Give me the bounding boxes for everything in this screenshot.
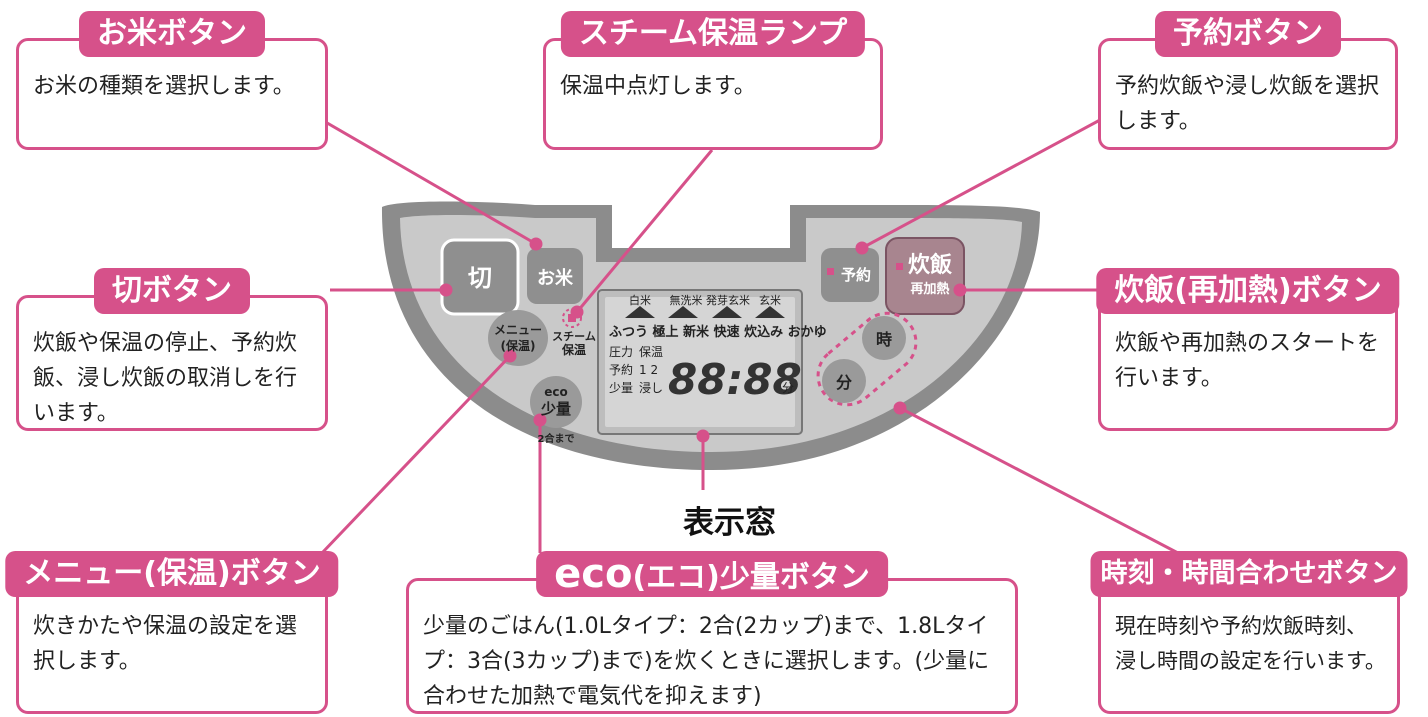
callout-eco-title: eco(エコ)少量ボタン [536,551,888,597]
leader-dot [855,241,869,255]
callout-clock: 時刻・時間合わせボタン 現在時刻や予約炊飯時刻、浸し時間の設定を行います。 [1090,551,1408,714]
leader-dot [503,349,517,363]
minute-button[interactable] [822,359,866,403]
callout-off-desc: 炊飯や保温の停止、予約炊飯、浸し炊飯の取消しを行います。 [33,331,298,426]
lcd-minute-unit: 分 [782,381,794,395]
steam-lamp [568,314,576,322]
callout-eco-desc: 少量のごはん(1.0Lタイプ：2合(2カップ)まで、1.8Lタイプ：3合(3カッ… [423,614,990,709]
lcd-reserve-nums: 1 2 [639,363,658,377]
callout-steam-title: スチーム保温ランプ [560,11,866,57]
callout-steam: スチーム保温ランプ 保温中点灯します。 [543,11,883,150]
leader-clock [899,406,1179,555]
lcd-pressure: 圧力 [609,345,633,359]
lcd-reserve: 予約 [609,362,633,377]
timer-label: 予約 [841,266,871,284]
cook-button[interactable] [885,237,965,315]
lcd-arrow [625,306,655,318]
off-button[interactable] [440,238,520,316]
timer-button[interactable] [821,248,879,302]
eco-label: 少量 [540,400,571,418]
leader-dot [533,413,547,427]
callout-steam-desc: 保温中点灯します。 [560,74,756,99]
callout-eco: eco(エコ)少量ボタン 少量のごはん(1.0Lタイプ：2合(2カップ)まで、1… [406,551,1018,714]
off-label: 切 [468,264,492,292]
leader-dot [529,237,543,251]
leader-dot [893,401,907,415]
leader-timer [861,118,1101,250]
lcd-modes: ふつう 極上 新米 快速 炊込み おかゆ [609,324,827,340]
eco-badge: eco [544,385,568,399]
leader-steam [575,149,714,313]
callout-clock-title: 時刻・時間合わせボタン [1090,551,1408,597]
leader-dot [696,429,710,443]
callout-menu-title: メニュー(保温)ボタン [5,551,339,597]
hour-label: 時 [876,330,892,349]
steam-label-1: スチーム [552,330,596,343]
menu-button[interactable] [488,310,548,366]
eco-title-rest: (エコ)少量ボタン [632,560,870,595]
leader-dot [570,305,584,319]
clock-buttons-outline [816,311,918,407]
lcd-arrow [668,306,698,318]
callout-rice-title: お米ボタン [79,11,265,57]
minute-label: 分 [836,373,852,392]
hour-button[interactable] [862,316,906,360]
callout-menu-desc: 炊きかたや保温の設定を選択します。 [33,614,298,674]
callout-timer: 予約ボタン 予約炊飯や浸し炊飯を選択します。 [1098,11,1398,150]
leader-dot [953,283,967,297]
timer-lamp [827,268,834,275]
lcd-digits: 88:88 [668,355,802,404]
callout-off: 切ボタン 炊飯や保温の停止、予約炊飯、浸し炊飯の取消しを行います。 [16,268,328,431]
callout-menu: メニュー(保温)ボタン 炊きかたや保温の設定を選択します。 [5,551,339,714]
leader-menu [320,354,512,555]
cook-sub-label: 再加熱 [910,281,949,297]
callout-cook-title: 炊飯(再加熱)ボタン [1096,268,1400,314]
callout-cook: 炊飯(再加熱)ボタン 炊飯や再加熱のスタートを行います。 [1096,268,1400,431]
callout-cook-desc: 炊飯や再加熱のスタートを行います。 [1115,331,1380,391]
lcd-soak: 浸し [639,381,663,395]
rice-button[interactable] [527,248,583,304]
display-screen [605,297,795,427]
menu-label-1: メニュー [494,323,542,337]
leader-rice [321,118,537,246]
eco-sub-label: 2合まで [538,432,575,445]
callout-rice-desc: お米の種類を選択します。 [33,74,295,99]
lcd-small: 少量 [609,381,633,395]
cook-label: 炊飯 [908,252,952,278]
callout-timer-desc: 予約炊飯や浸し炊飯を選択します。 [1115,74,1380,134]
callout-clock-desc: 現在時刻や予約炊飯時刻、浸し時間の設定を行います。 [1115,614,1386,673]
display-caption: 表示窓 [683,505,776,541]
callout-timer-title: 予約ボタン [1155,11,1341,57]
lcd-keep-warm: 保温 [639,345,663,359]
callout-rice: お米ボタン お米の種類を選択します。 [16,11,328,150]
lcd-rice-type: 発芽玄米 [706,293,750,307]
lcd-rice-type: 白米 [629,293,651,307]
menu-label-2: (保温) [501,338,536,353]
rice-label: お米 [537,267,574,289]
lcd-rice-type: 無洗米 [670,293,703,307]
leader-dot [439,283,453,297]
lcd-arrow [755,306,785,318]
lcd-arrow [712,306,742,318]
cook-lamp [896,263,903,270]
steam-label-2: 保温 [561,342,586,357]
eco-title-word: eco [554,551,633,597]
callout-off-title: 切ボタン [94,268,250,314]
lcd-rice-type: 玄米 [759,293,781,307]
